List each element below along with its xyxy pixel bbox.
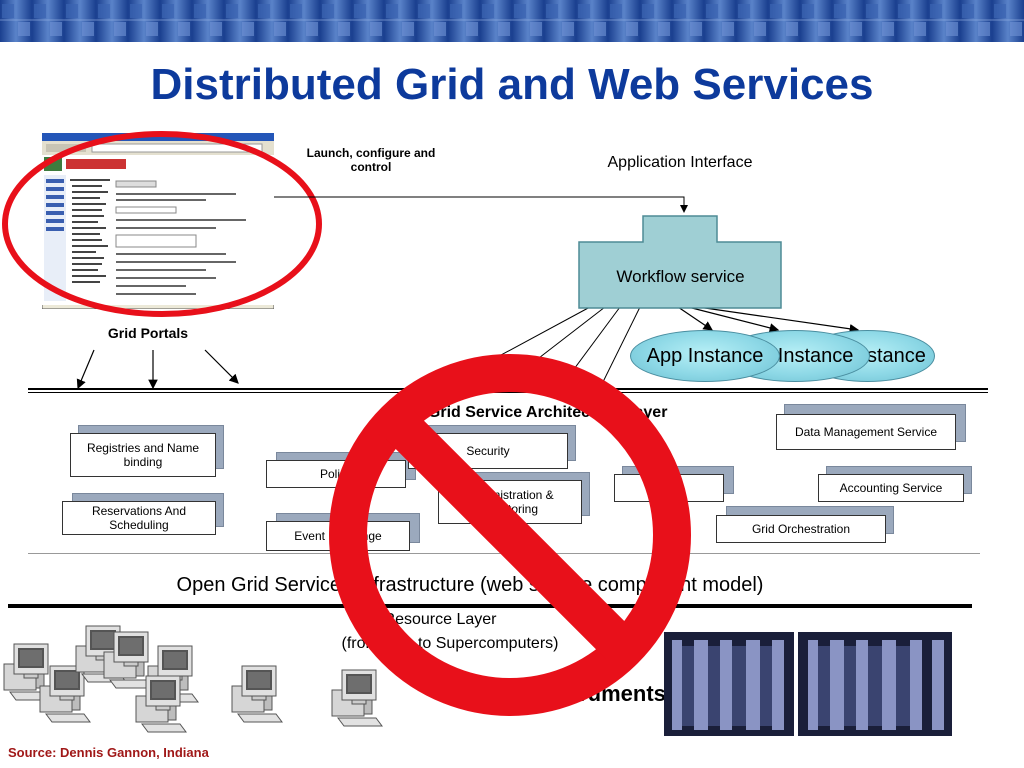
grid-portals-label: Grid Portals — [107, 325, 189, 341]
supercomputer-photos — [664, 632, 952, 736]
page-title: Distributed Grid and Web Services — [150, 60, 874, 109]
registries-box: Registries and Name binding — [70, 433, 216, 477]
accounting-box: Accounting Service — [818, 474, 964, 502]
grid-orchestration-box: Grid Orchestration — [716, 515, 886, 543]
portal-highlight-circle — [2, 131, 322, 317]
header-banner — [0, 0, 1024, 42]
ogsa-top-line-2 — [28, 392, 988, 393]
launch-label: Launch, configure and control — [306, 146, 436, 174]
ogsi-label: Open Grid Services Infrastructure (web s… — [176, 574, 764, 596]
app-instance-1: App Instance — [630, 330, 780, 382]
resource-layer-label: Resource Layer — [383, 611, 497, 628]
prohibition-sign — [329, 354, 691, 716]
portal-screenshot — [42, 133, 274, 309]
resource-top-line — [8, 604, 972, 608]
application-interface-label: Application Interface — [607, 154, 753, 171]
reservations-box: Reservations And Scheduling — [62, 501, 216, 535]
data-management-box: Data Management Service — [776, 414, 956, 450]
workflow-service-label: Workflow service — [616, 267, 745, 286]
source-credit: Source: Dennis Gannon, Indiana — [8, 745, 209, 760]
workflow-service-shape — [578, 215, 782, 309]
